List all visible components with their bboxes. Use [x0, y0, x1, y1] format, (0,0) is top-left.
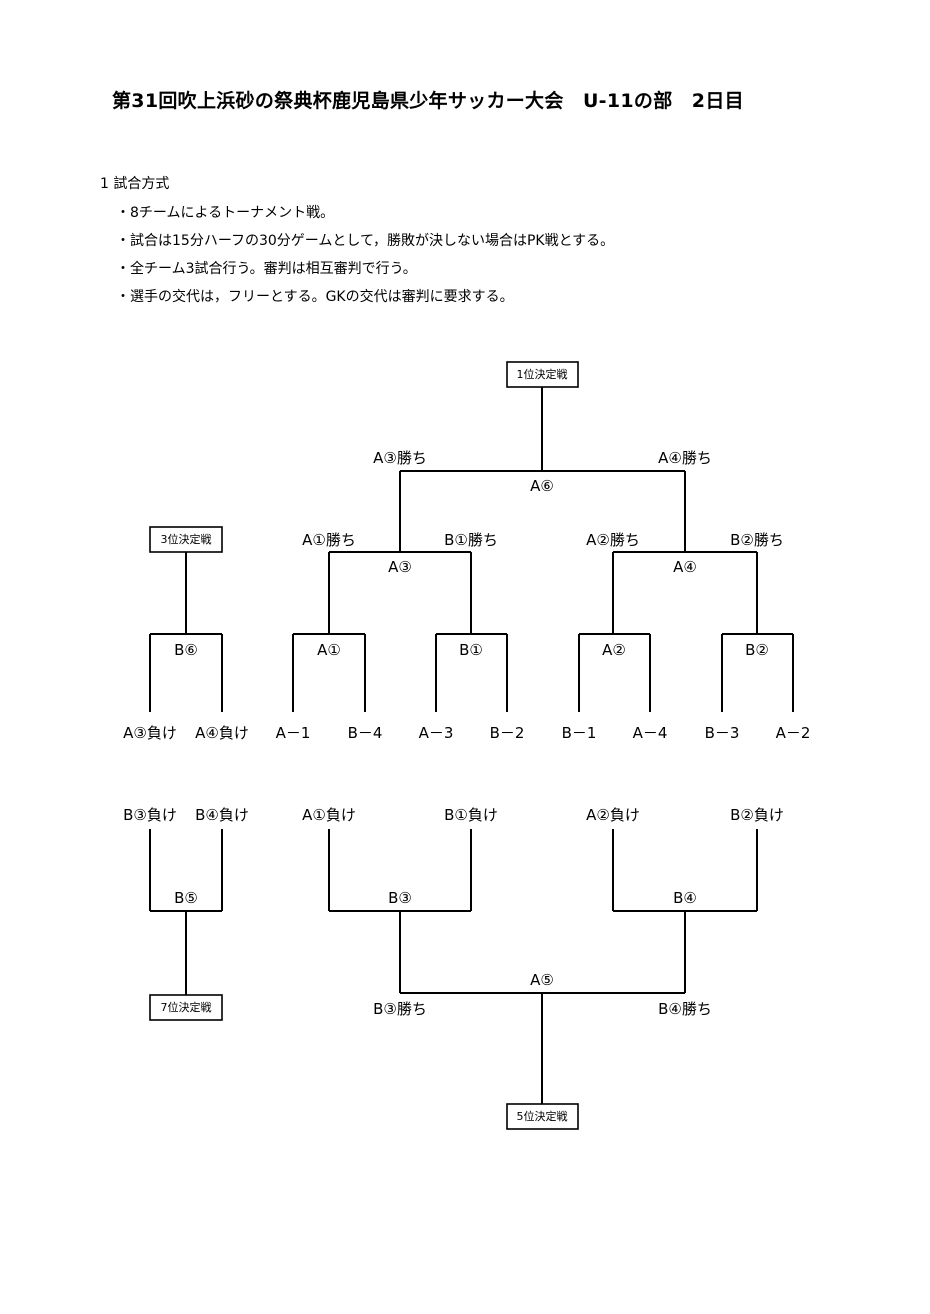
team-slot: B－1	[562, 724, 597, 742]
consol-from: A②負け	[586, 806, 640, 824]
team-slot: A－1	[276, 724, 311, 742]
team-slot: B－2	[490, 724, 525, 742]
seventh-place-bracket: B③負け B④負け B⑤ 7位決定戦	[123, 806, 249, 1021]
team-slot: A－4	[633, 724, 668, 742]
seventh-place-label: 7位決定戦	[161, 1000, 212, 1014]
qf-match-label: A②	[602, 641, 626, 659]
semi-right-from-b: B②勝ち	[730, 531, 784, 549]
seventh-place-box	[149, 994, 223, 1021]
first-place-bracket: 1位決定戦 A③勝ち A④勝ち A⑥ A①勝ち B①勝ち A②勝ち B②勝ち A…	[276, 361, 811, 742]
semi-left-match-label: A③	[388, 558, 412, 576]
semi-left-from-a: A①勝ち	[302, 531, 356, 549]
consol-from: A①負け	[302, 806, 356, 824]
fifth-place-label: 5位決定戦	[517, 1109, 568, 1123]
fifth-match-label: A⑤	[530, 971, 554, 989]
qf-match-label: B②	[745, 641, 769, 659]
seventh-match-label: B⑤	[174, 889, 198, 907]
rule-item-3: ・全チーム3試合行う。審判は相互審判で行う。	[116, 261, 417, 277]
third-from: A④負け	[195, 724, 249, 742]
third-place-label: 3位決定戦	[161, 532, 212, 546]
seventh-from: B④負け	[195, 806, 249, 824]
team-slot: A－2	[776, 724, 811, 742]
team-slot: A－3	[419, 724, 454, 742]
team-slot: B－3	[705, 724, 740, 742]
seventh-from: B③負け	[123, 806, 177, 824]
team-slot: B－4	[348, 724, 383, 742]
semi-left-from-b: B①勝ち	[444, 531, 498, 549]
final-left-from: A③勝ち	[373, 449, 427, 467]
qf-match-label: B①	[459, 641, 483, 659]
third-match-label: B⑥	[174, 641, 198, 659]
consol-from: B②負け	[730, 806, 784, 824]
final-right-from: A④勝ち	[658, 449, 712, 467]
first-place-label: 1位決定戦	[517, 367, 568, 381]
consol-left-match-label: B③	[388, 889, 412, 907]
consol-right-match-label: B④	[673, 889, 697, 907]
fifth-place-bracket: A①負け B①負け A②負け B②負け B③ B④ A⑤ B③勝ち B④勝ち 5…	[302, 806, 784, 1130]
rule-item-2: ・試合は15分ハーフの30分ゲームとして，勝敗が決しない場合はPK戦とする。	[116, 233, 615, 249]
fifth-place-box	[506, 1103, 579, 1130]
page-title: 第31回吹上浜砂の祭典杯鹿児島県少年サッカー大会 U-11の部 2日目	[112, 90, 744, 112]
rule-item-1: ・8チームによるトーナメント戦。	[116, 205, 335, 221]
rule-item-4: ・選手の交代は，フリーとする。GKの交代は審判に要求する。	[116, 289, 514, 305]
qf-match-label: A①	[317, 641, 341, 659]
fifth-left-from: B③勝ち	[373, 1000, 427, 1018]
fifth-right-from: B④勝ち	[658, 1000, 712, 1018]
third-place-box	[149, 526, 223, 553]
section-heading: 1 試合方式	[100, 176, 170, 192]
first-place-box	[506, 361, 579, 388]
third-from: A③負け	[123, 724, 177, 742]
semi-right-match-label: A④	[673, 558, 697, 576]
final-match-label: A⑥	[530, 477, 554, 495]
consol-from: B①負け	[444, 806, 498, 824]
third-place-bracket: 3位決定戦 B⑥ A③負け A④負け	[123, 526, 249, 742]
semi-right-from-a: A②勝ち	[586, 531, 640, 549]
